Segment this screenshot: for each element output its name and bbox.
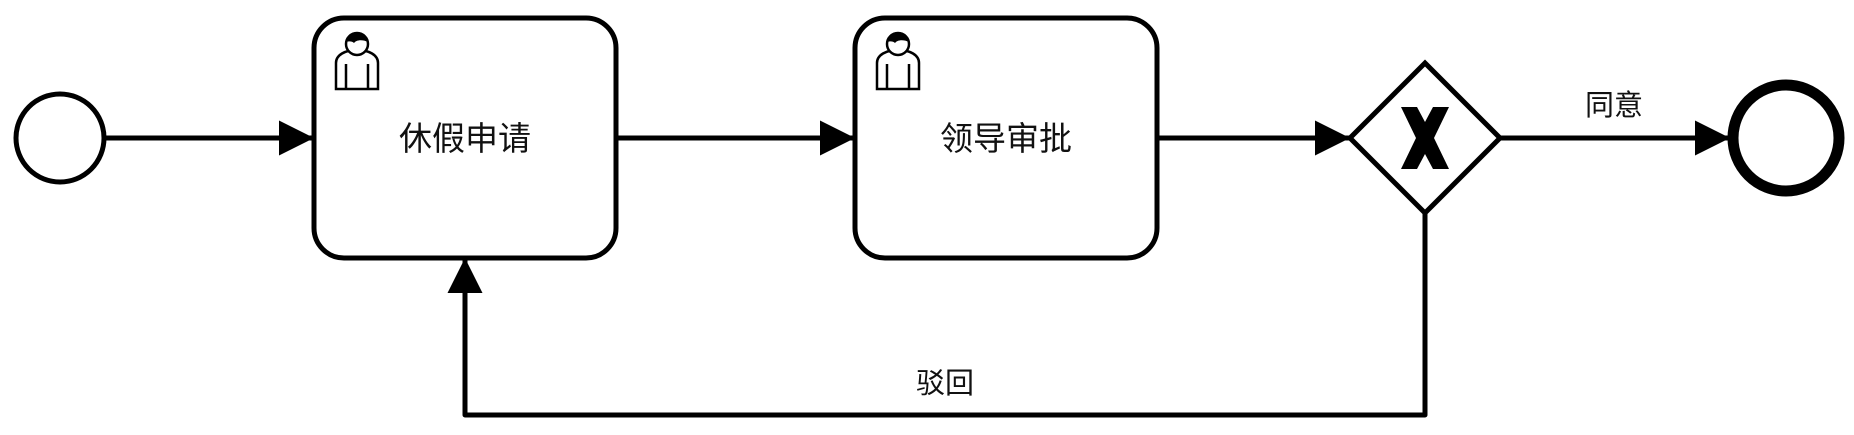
end-event[interactable] bbox=[1727, 79, 1845, 197]
task-leave-request[interactable]: 休假申请 bbox=[311, 15, 619, 261]
task-label-leader-approval: 领导审批 bbox=[940, 119, 1072, 158]
start-event[interactable] bbox=[13, 91, 107, 185]
user-icon bbox=[875, 31, 921, 91]
flow-gateway-reject-to-leave-request[interactable] bbox=[447, 213, 1428, 418]
user-icon bbox=[334, 31, 380, 91]
flow-label-reject: 驳回 bbox=[916, 366, 974, 400]
exclusive-gateway[interactable] bbox=[1346, 59, 1504, 217]
gateway-x-icon bbox=[1401, 107, 1449, 169]
task-leader-approval[interactable]: 领导审批 bbox=[852, 15, 1160, 261]
flow-label-approve: 同意 bbox=[1585, 88, 1643, 122]
task-label-leave-request: 休假申请 bbox=[399, 119, 531, 158]
